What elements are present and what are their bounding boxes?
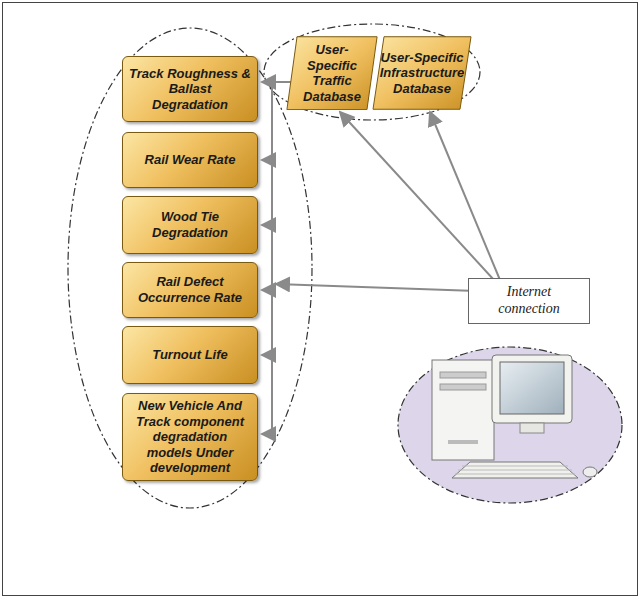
database-shape: User-Specific Traffic Database: [286, 36, 378, 110]
note-box: Internet connection: [468, 278, 590, 324]
node-text: Rail Wear Rate: [145, 152, 236, 168]
node-text: User-Specific Traffic Database: [300, 42, 364, 104]
model-box: Rail Wear Rate: [122, 132, 258, 188]
model-box: New Vehicle And Track component degradat…: [122, 393, 258, 481]
node-text: Internet connection: [475, 284, 583, 318]
database-shape: User-Specific Infrastructure Database: [372, 36, 472, 110]
model-box: Track Roughness & Ballast Degradation: [122, 56, 258, 122]
model-box: Turnout Life: [122, 326, 258, 384]
node-text: Wood Tie Degradation: [129, 209, 251, 240]
node-text: Rail Defect Occurrence Rate: [129, 274, 251, 305]
model-box: Wood Tie Degradation: [122, 196, 258, 254]
model-box: Rail Defect Occurrence Rate: [122, 262, 258, 318]
node-text: Track Roughness & Ballast Degradation: [129, 66, 251, 113]
node-text: User-Specific Infrastructure Database: [380, 50, 465, 97]
node-text: New Vehicle And Track component degradat…: [129, 398, 251, 476]
node-text: Turnout Life: [152, 347, 228, 363]
